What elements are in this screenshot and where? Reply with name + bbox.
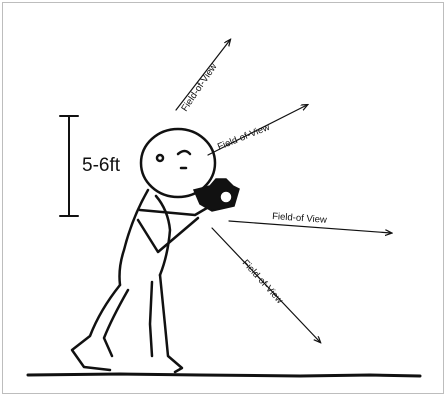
camera-icon (194, 179, 239, 211)
fov-label-2: Field-of-View (216, 122, 271, 153)
fov-label-4: Field-of-View (240, 258, 285, 307)
figure-leg-front (160, 275, 182, 372)
figure-arm-upper (140, 205, 212, 215)
fov-label-3: Field-of View (272, 211, 328, 226)
figure-leg-back (72, 285, 120, 370)
height-label: 5-6ft (82, 155, 121, 176)
ground-line (28, 374, 420, 376)
fov-label-1: Field-of-View (179, 62, 219, 114)
height-bracket (60, 116, 78, 216)
figure-torso (120, 190, 149, 285)
